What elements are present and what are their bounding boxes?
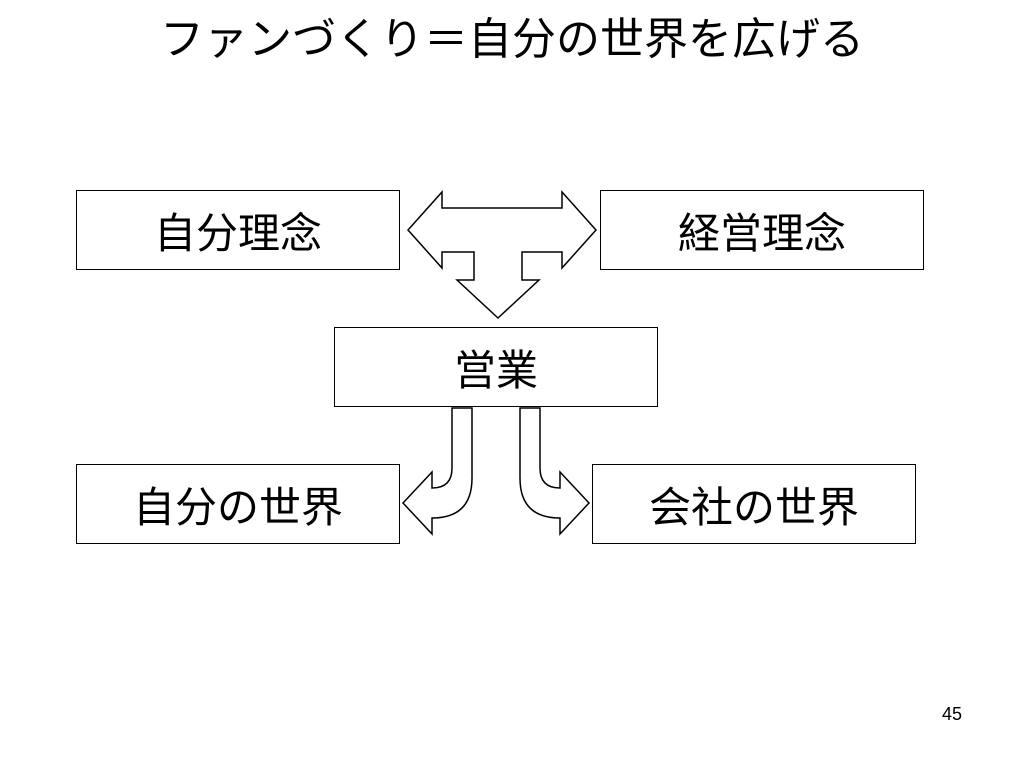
box-self-philosophy: 自分理念 [76,190,400,270]
t-arrow-shape [406,190,598,320]
curved-arrow-left [401,407,473,536]
box-sales-label: 営業 [453,345,538,395]
slide-title: ファンづくり＝自分の世界を広げる [160,14,864,65]
box-management-philosophy: 経営理念 [600,190,924,270]
box-company-world: 会社の世界 [592,464,916,544]
box-management-philosophy-label: 経営理念 [677,208,846,258]
box-own-world-label: 自分の世界 [132,482,343,532]
curved-arrow-right [519,407,591,536]
box-company-world-label: 会社の世界 [648,482,859,532]
page-number: 45 [941,704,962,724]
box-own-world: 自分の世界 [76,464,400,544]
box-sales: 営業 [334,327,658,407]
box-self-philosophy-label: 自分理念 [153,208,322,258]
